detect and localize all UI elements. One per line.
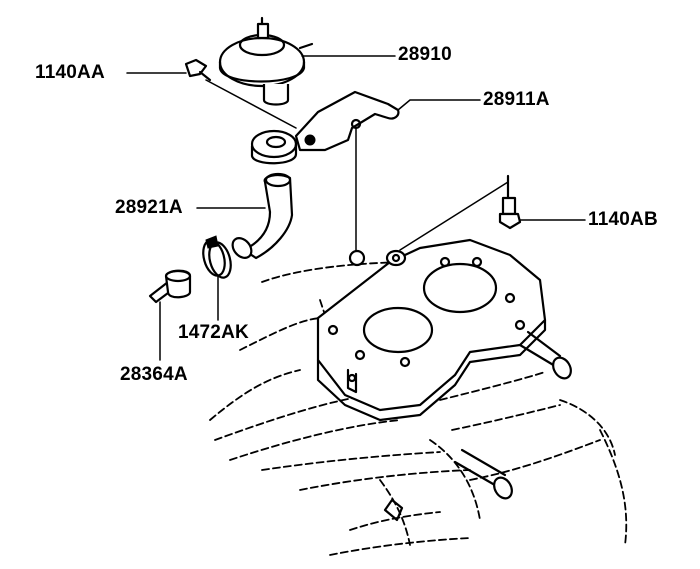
manifold-pipe-upper	[518, 330, 572, 380]
bracket-28911A	[294, 90, 400, 251]
label-1472AK: 1472AK	[178, 322, 249, 343]
label-28364A: 28364A	[120, 364, 188, 385]
manifold-studs	[348, 249, 407, 267]
leader-lines	[126, 55, 586, 361]
carburetor-flange	[316, 238, 547, 422]
label-1140AB: 1140AB	[588, 209, 658, 230]
manifold-plug	[383, 498, 404, 522]
clamp-1472AK	[202, 235, 232, 279]
hose-28921A	[231, 172, 294, 260]
label-28911A: 28911A	[483, 89, 550, 110]
bolt-1140AB	[399, 174, 522, 251]
manifold-pipe-lower	[453, 448, 513, 500]
plug-28364A	[148, 269, 192, 304]
label-28910: 28910	[398, 44, 452, 65]
label-1140AA: 1140AA	[35, 62, 105, 83]
grommet	[250, 129, 298, 165]
vacuum-actuator	[218, 16, 314, 106]
label-28921A: 28921A	[115, 197, 183, 218]
bolt-1140AA	[184, 58, 297, 129]
